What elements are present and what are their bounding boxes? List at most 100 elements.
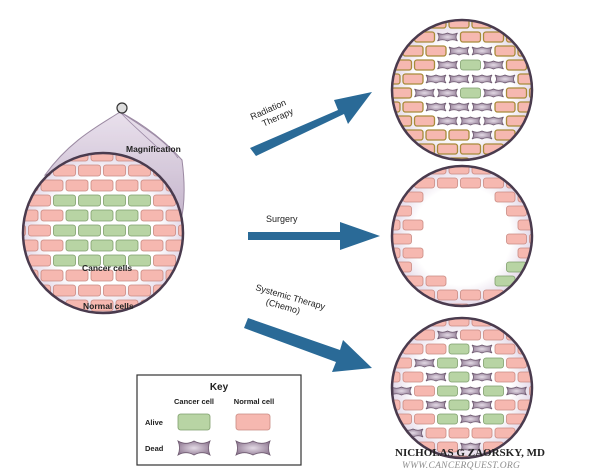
normal-cell (392, 247, 401, 259)
normal-cell (369, 386, 389, 396)
normal-cell (140, 209, 164, 222)
cancer-cell (53, 224, 76, 237)
normal-cell (357, 46, 377, 56)
normal-cell (517, 166, 532, 175)
normal-cell (140, 239, 164, 252)
normal-cell (494, 101, 516, 113)
dead-cell (471, 400, 493, 410)
normal-cell (369, 358, 389, 368)
normal-cell (0, 150, 13, 161)
normal-cell (425, 343, 447, 355)
cancer-cell (437, 357, 458, 369)
normal-cell (29, 345, 51, 356)
normal-cell (460, 177, 481, 189)
normal-cell (413, 115, 436, 127)
normal-cell (541, 18, 561, 28)
normal-cell (553, 414, 573, 424)
normal-cell (128, 284, 151, 297)
dead-cell (483, 88, 504, 98)
normal-cell (392, 233, 412, 245)
normal-cell (78, 284, 101, 297)
normal-cell (392, 191, 401, 203)
normal-cell (129, 345, 151, 356)
normal-cell (553, 32, 573, 42)
normal-cell (140, 269, 164, 282)
normal-cell (437, 177, 458, 189)
normal-cell (153, 254, 176, 267)
normal-cell (115, 269, 139, 282)
normal-cell (505, 59, 528, 71)
normal-cell (553, 442, 573, 452)
dead-cell (177, 440, 211, 456)
normal-cell (528, 143, 532, 155)
normal-cell (40, 179, 64, 192)
dead-cell (460, 116, 481, 126)
normal-cell (529, 233, 532, 245)
normal-cell (425, 275, 447, 287)
dead-cell (471, 102, 493, 112)
dead-cell (414, 358, 435, 368)
normal-cell (0, 300, 13, 311)
dead-cell (517, 428, 532, 438)
normal-cell (517, 371, 532, 383)
normal-cell (357, 428, 377, 438)
systemic-label: Systemic Therapy (Chemo) (254, 282, 326, 316)
surgery-result-circle (390, 164, 561, 308)
normal-cell (369, 116, 389, 126)
normal-cell (392, 101, 401, 113)
normal-cell (166, 330, 188, 341)
normal-cell (448, 157, 470, 160)
normal-cell (483, 177, 504, 189)
cancer-cell (128, 254, 151, 267)
cancer-cell (53, 194, 76, 207)
normal-cell (402, 219, 424, 231)
normal-cell (0, 180, 13, 191)
normal-cell (528, 31, 532, 43)
dead-cell (471, 130, 493, 140)
cancer-cell (78, 224, 101, 237)
dead-cell (425, 400, 447, 410)
dead-cell (460, 414, 481, 424)
dead-cell (541, 401, 561, 409)
normal-cell (41, 330, 63, 341)
dead-cell (437, 88, 458, 98)
normal-cell (506, 233, 527, 245)
normal-cell (505, 87, 528, 99)
cancer-cell (90, 209, 114, 222)
normal-cell (392, 289, 412, 301)
cancer-cell (460, 59, 481, 71)
normal-cell (553, 358, 573, 368)
cancer-cell (483, 413, 504, 425)
tissue-sample-circle (0, 150, 251, 356)
cancer-cell (128, 224, 151, 237)
normal-cell (179, 315, 201, 326)
normal-cell (369, 144, 389, 154)
normal-cell (413, 59, 436, 71)
normal-cell (28, 224, 51, 237)
normal-cell (357, 372, 377, 382)
normal-cell (23, 224, 26, 237)
cancer-cell (437, 413, 458, 425)
magnification-point (116, 102, 128, 114)
normal-cell (0, 330, 13, 341)
dead-cell (494, 318, 516, 326)
dead-cell (483, 60, 504, 70)
normal-cell (53, 284, 76, 297)
normal-cell (494, 45, 516, 57)
normal-cell (90, 299, 114, 312)
normal-cell (529, 177, 532, 189)
dead-cell (369, 415, 389, 423)
normal-cell (541, 164, 561, 174)
normal-cell (23, 239, 39, 252)
normal-cell (191, 210, 213, 221)
normal-cell (229, 165, 251, 176)
normal-cell (494, 303, 516, 306)
normal-cell (235, 413, 271, 431)
radiation-label: Radiation Therapy (249, 97, 295, 128)
normal-cell (392, 329, 412, 341)
normal-cell (541, 192, 561, 202)
normal-cell (4, 345, 26, 356)
normal-cell (402, 157, 424, 160)
normal-cell (392, 20, 401, 29)
